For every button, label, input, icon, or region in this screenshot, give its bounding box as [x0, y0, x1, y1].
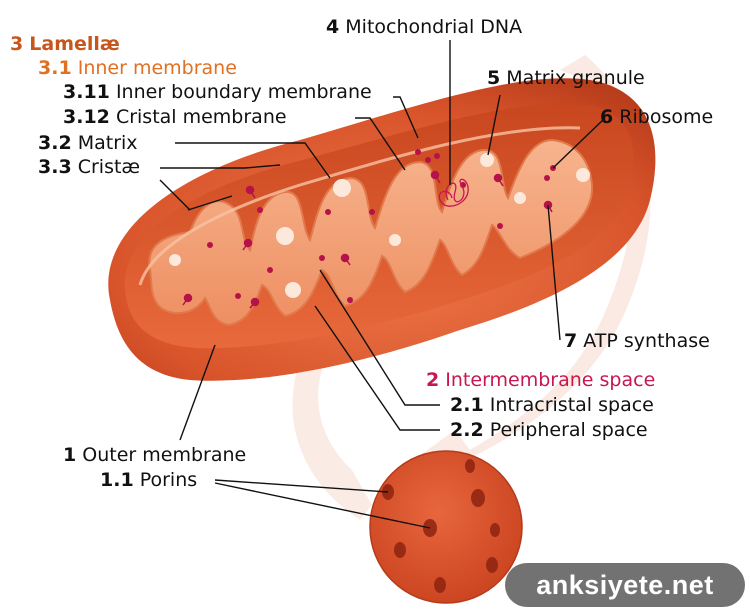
inner-boundary-membrane-rim — [138, 126, 581, 286]
label-intermembrane-space: 2 Intermembrane space — [426, 369, 656, 391]
label-porins: 1.1 Porins — [100, 469, 198, 491]
label-inner-boundary-membrane: 3.11 Inner boundary membrane — [63, 81, 372, 103]
label-peripheral-space: 2.2 Peripheral space — [450, 419, 648, 441]
label-ribosome: 6 Ribosome — [600, 106, 714, 128]
leader-lines — [159, 40, 606, 529]
label-inner-membrane: 3.1 Inner membrane — [38, 57, 237, 79]
porin-holes — [382, 459, 500, 593]
matrix-granules — [169, 153, 590, 298]
mitochondrial-dna-strand — [438, 178, 469, 207]
label-intracristal-space: 2.1 Intracristal space — [450, 394, 654, 416]
label-outer-membrane: 1 Outer membrane — [63, 444, 247, 466]
label-cristae: 3.3 Cristæ — [38, 156, 141, 178]
label-matrix: 3.2 Matrix — [38, 132, 138, 154]
magnify-arrow-shadow-lower — [292, 360, 372, 520]
label-cristal-membrane: 3.12 Cristal membrane — [63, 106, 287, 128]
label-mitochondrial-dna: 4 Mitochondrial DNA — [326, 16, 523, 38]
label-matrix-granule: 5 Matrix granule — [487, 67, 645, 89]
label-lamellae: 3 Lamellæ — [10, 33, 120, 55]
watermark-badge: anksiyete.net — [505, 563, 745, 607]
inner-membrane-cristae — [148, 138, 594, 327]
porins-magnified-circle — [369, 450, 523, 604]
label-atp-synthase: 7 ATP synthase — [564, 330, 710, 352]
